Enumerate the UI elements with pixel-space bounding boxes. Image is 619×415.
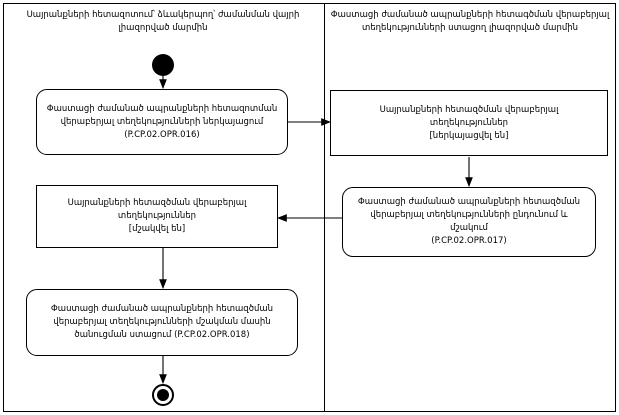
swimlane-title-right: Փաստացի ժամանած ապրանքների հետագծման վեր… [330,10,610,33]
activity-node-1-label: Փաստացի ժամանած ապրանքների հետազոտման վե… [46,103,278,140]
activity-node-2-label: Փաստացի ժամանած ապրանքների հետազծման վեր… [357,197,581,246]
object-node-1-label: Սայրանքների հետազծման վերաբերյալ տեղեկու… [379,104,559,141]
swimlane-title-left: Սայրանքների հետազոտում՝ ձևակերպող՝ ժաման… [26,10,300,33]
object-node-2[interactable]: Սայրանքների հետազծման վերաբերյալ տեղեկու… [36,185,278,248]
final-node [152,384,174,406]
object-node-2-label: Սայրանքների հետազծման վերաբերյալ տեղեկու… [67,198,247,234]
swimlane-divider [324,3,325,412]
activity-node-3[interactable]: Փաստացի ժամանած ապրանքների հետազծման վեր… [26,289,298,356]
initial-node [152,54,174,76]
activity-node-1[interactable]: Փաստացի ժամանած ապրանքների հետազոտման վե… [36,89,288,155]
activity-node-2[interactable]: Փաստացի ժամանած ապրանքների հետազծման վեր… [342,187,596,257]
diagram-frame [3,3,616,412]
object-node-1[interactable]: Սայրանքների հետազծման վերաբերյալ տեղեկու… [330,90,608,156]
activity-node-3-label: Փաստացի ժամանած ապրանքների հետազծման վեր… [50,304,274,340]
